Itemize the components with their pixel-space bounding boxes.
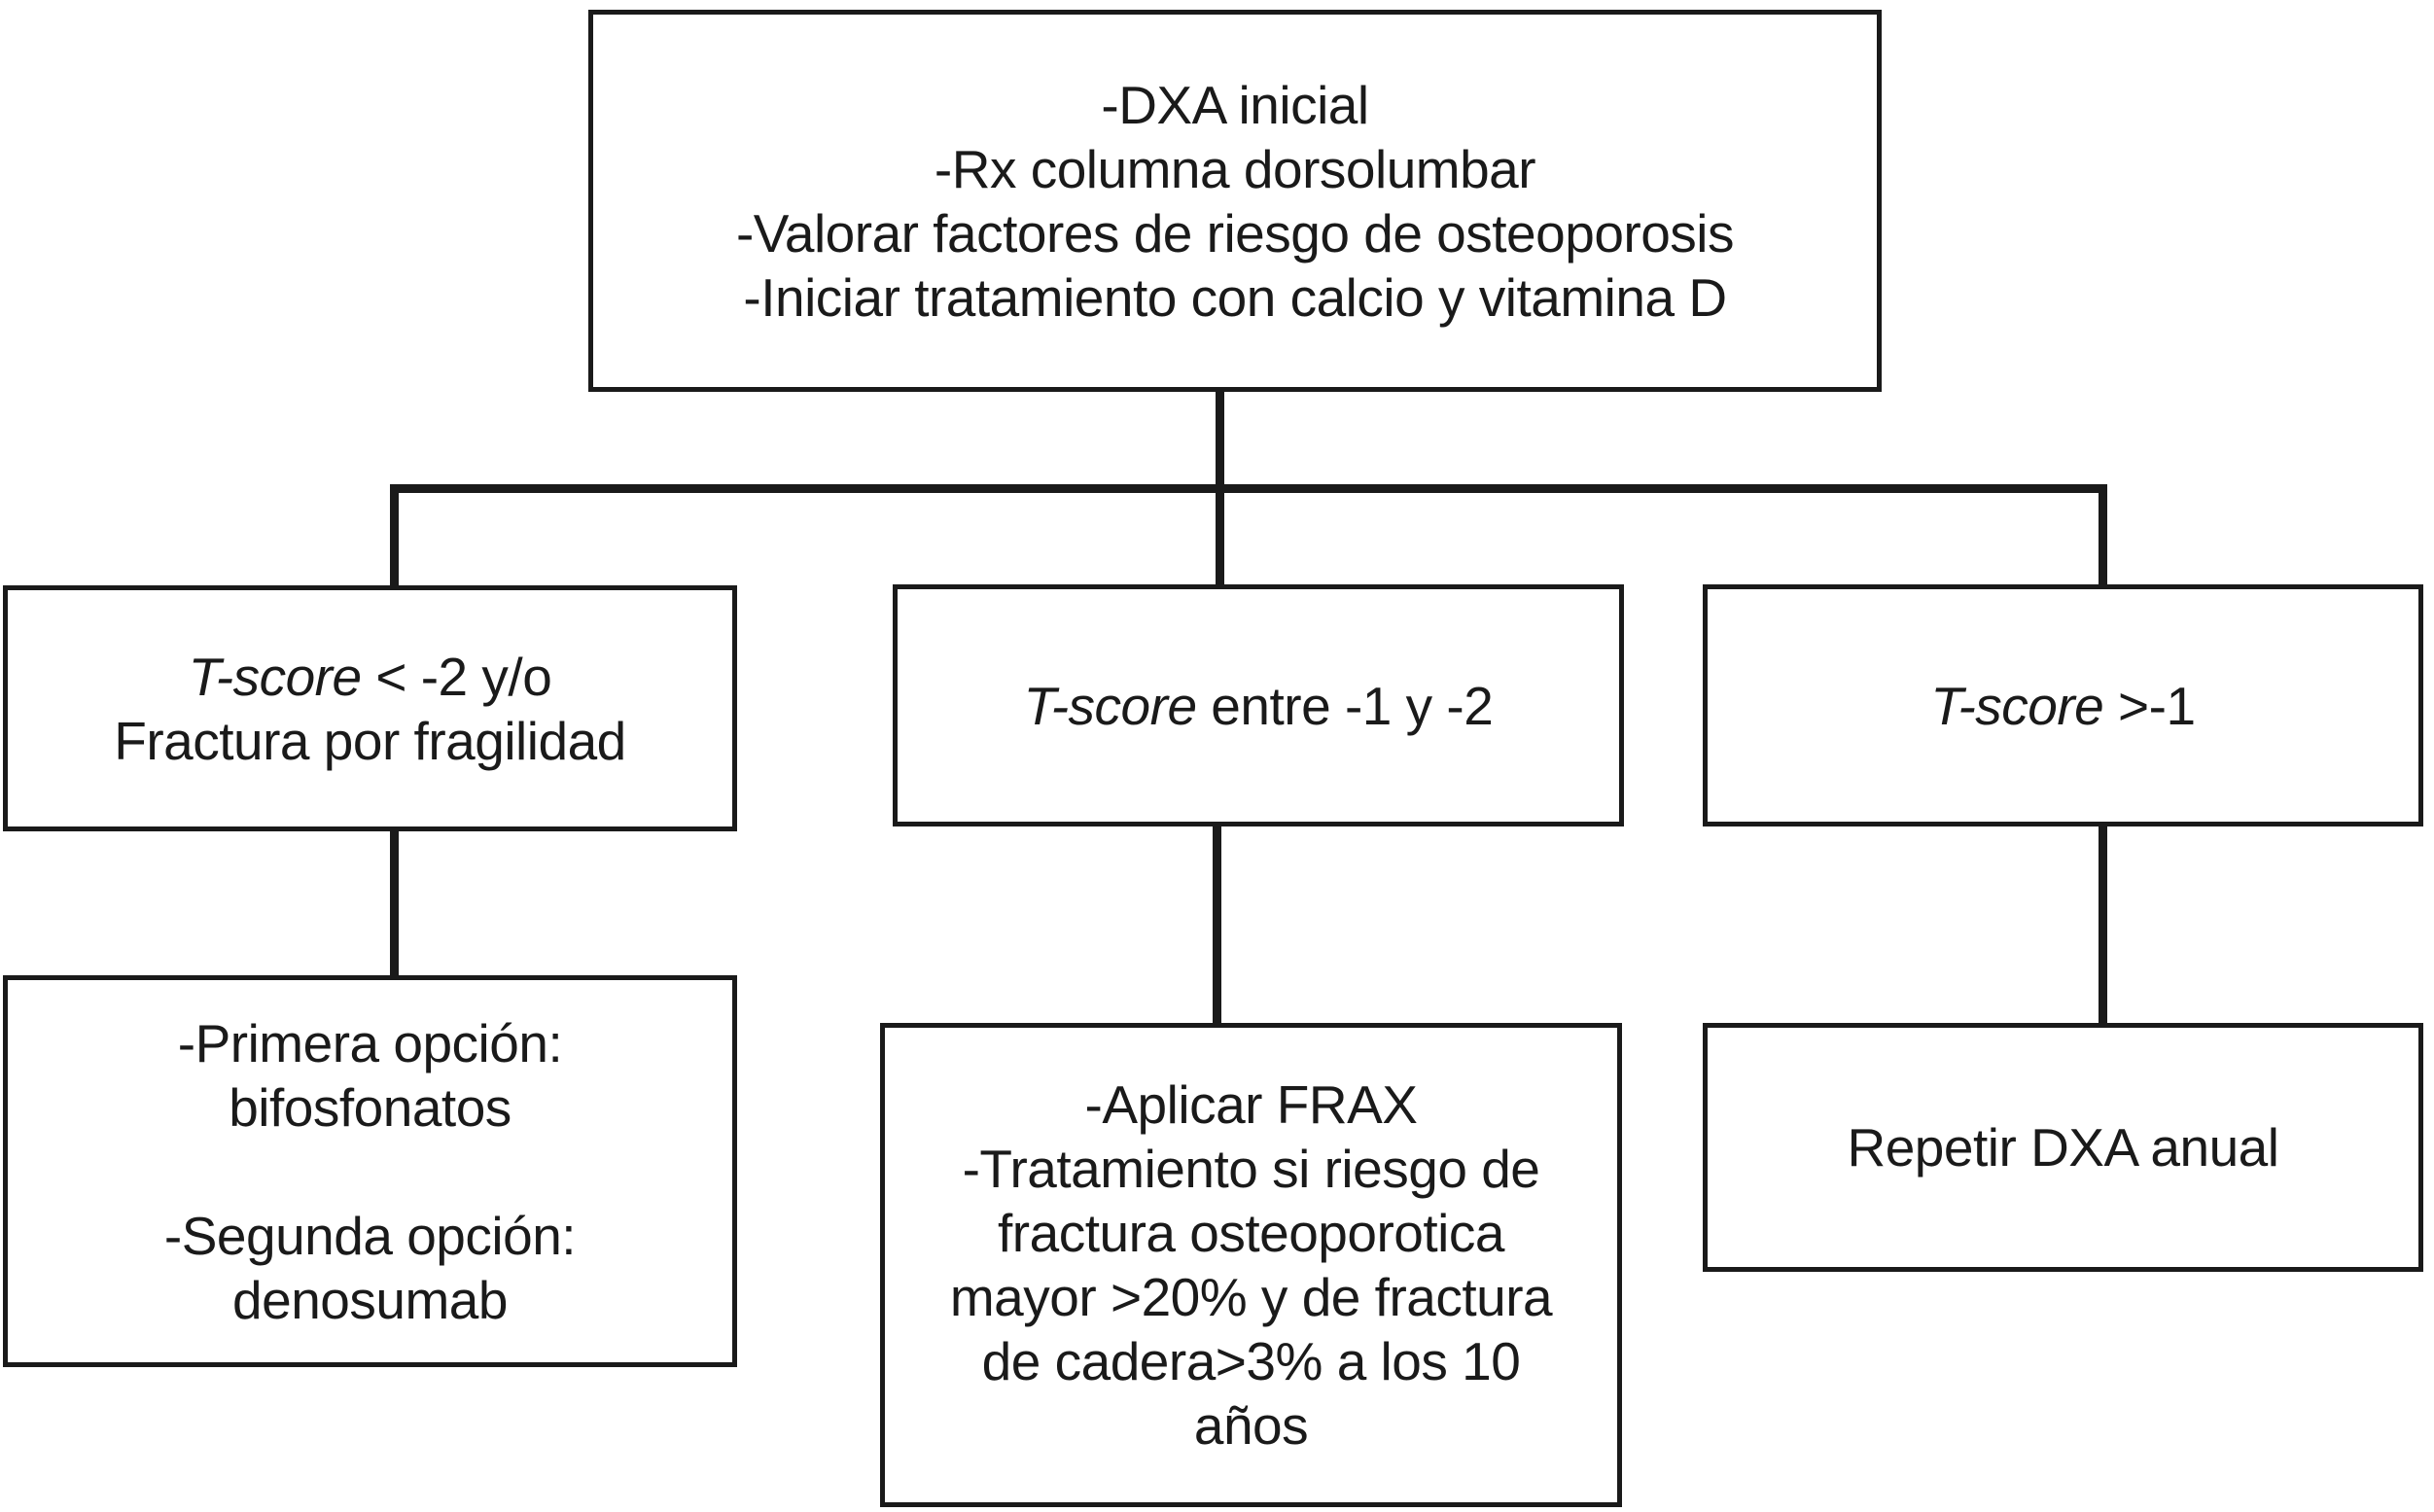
text-line: -Primera opción:	[177, 1012, 563, 1073]
text-line: -Tratamiento si riesgo de	[962, 1139, 1540, 1199]
tscore-condition: < -2 y/o	[361, 646, 552, 707]
tscore-term: T-score	[188, 646, 362, 707]
text-line: -Aplicar FRAX	[1084, 1074, 1418, 1135]
treatment-options-box: -Primera opción: bifosfonatos -Segunda o…	[3, 975, 737, 1367]
text-line: Repetir DXA anual	[1847, 1117, 2280, 1178]
tscore-condition: >-1	[2103, 675, 2196, 736]
repeat-dxa-box: Repetir DXA anual	[1703, 1023, 2423, 1272]
tscore-term: T-score	[1023, 675, 1197, 736]
connector-left-outcome	[390, 826, 399, 980]
text-line: Fractura por fragilidad	[114, 710, 626, 771]
frax-assessment-box: -Aplicar FRAX -Tratamiento si riesgo de …	[880, 1023, 1622, 1507]
tscore-mid-branch-box: T-score entre -1 y -2	[893, 584, 1624, 826]
text-line: -Valorar factores de riesgo de osteoporo…	[735, 202, 1735, 264]
text-line: mayor >20% y de fractura	[949, 1267, 1553, 1327]
connector-right-outcome	[2099, 822, 2107, 1028]
initial-workup-box: -DXA inicial -Rx columna dorsolumbar -Va…	[588, 10, 1882, 392]
text-line: -Iniciar tratamiento con calcio y vitami…	[743, 266, 1727, 328]
text-line: años	[1193, 1395, 1309, 1456]
tscore-low-branch-box: T-score < -2 y/o Fractura por fragilidad	[3, 585, 737, 831]
connector-horizontal	[390, 484, 2107, 493]
text-line: -Rx columna dorsolumbar	[934, 138, 1536, 199]
connector-right-drop	[2099, 484, 2107, 591]
text-line: bifosfonatos	[229, 1076, 511, 1138]
tscore-condition: entre -1 y -2	[1196, 675, 1494, 736]
text-line: fractura osteoporotica	[998, 1203, 1504, 1263]
text-line: T-score entre -1 y -2	[1024, 674, 1494, 738]
text-line: T-score < -2 y/o	[189, 645, 552, 709]
connector-middle-outcome	[1213, 822, 1221, 1028]
text-line: de cadera>3% a los 10	[981, 1331, 1521, 1391]
tscore-high-branch-box: T-score >-1	[1703, 584, 2423, 826]
text-line: denosumab	[232, 1269, 508, 1330]
text-line: -Segunda opción:	[163, 1205, 577, 1266]
connector-left-drop	[390, 484, 399, 591]
tscore-term: T-score	[1930, 675, 2104, 736]
text-line: -DXA inicial	[1101, 74, 1369, 135]
text-line: T-score >-1	[1930, 674, 2196, 738]
